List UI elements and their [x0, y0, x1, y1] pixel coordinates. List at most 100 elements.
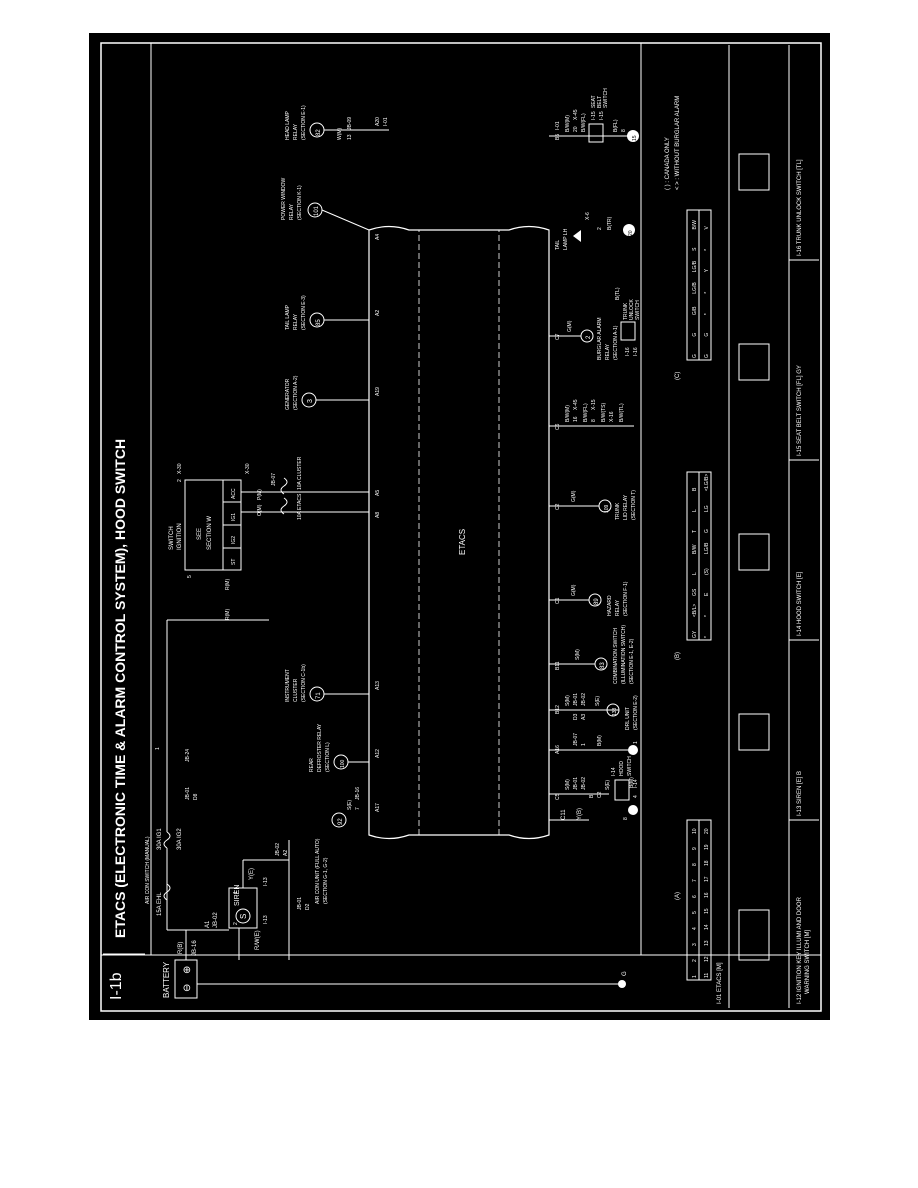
ignition-cols: ST IG2 IG1 ACC [223, 488, 241, 565]
connector-pin-label: 3 [692, 943, 698, 946]
connector-pin-label: G [704, 529, 710, 533]
burg-line2: RELAY [605, 343, 611, 360]
drl-line2: (SECTION E-2) [633, 695, 639, 730]
connector-pin-label: 4 [692, 927, 698, 930]
pin-a2: A2 [283, 850, 289, 856]
connector-pin-label: * [704, 615, 710, 617]
drl-line1: DRL UNIT [625, 707, 631, 730]
hood-ground: 8 [623, 817, 629, 820]
head-line2: RELAY [293, 123, 299, 140]
a16-term: A16 [555, 745, 561, 754]
trunk-sw-line1: TRUNK [623, 302, 629, 320]
connector-pin-label: * [704, 249, 710, 251]
hood-i14: I-14 [611, 767, 617, 776]
connector-pin-label: G/B [692, 306, 698, 315]
instrument-line1: INSTRUMENT [285, 669, 291, 702]
instrument-term: A13 [375, 681, 381, 690]
taillamp-ground: 20 [628, 230, 634, 236]
defroster-line3: (SECTION L) [325, 742, 331, 772]
a16-wire: B(M) [597, 735, 603, 746]
etacs-label: ETACS [458, 529, 467, 555]
seat-wire: B/W(M) [565, 115, 571, 132]
pin-d8: D8 [193, 793, 199, 800]
wire-rm-b: R(M) [225, 579, 231, 590]
aircon-line1: AIR CON SWITCH (MANUAL) [145, 836, 151, 904]
hood-b: B [589, 794, 595, 798]
ign-jb07: JB-07 [271, 473, 277, 486]
aircon-ref-icon [331, 812, 347, 828]
diagram-canvas: I-1b ETACS (ELECTRONIC TIME & ALARM CONT… [100, 42, 822, 1012]
wire-rm-a: R(M) [225, 609, 231, 620]
connector-pin-label: B/W [692, 544, 698, 554]
burg-line1: BURGLAR ALARM [597, 317, 603, 360]
seat-term: B5 [555, 134, 561, 140]
a16-ground-icon [628, 745, 638, 755]
head-term: A20 [375, 117, 381, 126]
comb-line1: COMBINATION SWITCH [613, 628, 619, 684]
tail-num: 85 [316, 319, 322, 326]
view-a-pin-grid [686, 819, 712, 981]
fuse-10a-cluster: 10A CLUSTER [297, 456, 303, 490]
instrument-line3: (SECTION C-1b) [301, 664, 307, 702]
haz-num: 89 [594, 598, 600, 605]
i12-connector-icon [738, 909, 770, 961]
view-a-label: (A) [675, 892, 681, 900]
conn-jb02-top: JB-02 [213, 912, 219, 928]
connector-pin-label: 5 [692, 911, 698, 914]
drl-d3: D3 [573, 713, 579, 720]
connector-pin-label: GY [692, 630, 698, 638]
rotated-diagram: I-1b ETACS (ELECTRONIC TIME & ALARM CONT… [103, 45, 819, 1008]
connector-pin-label: L [692, 572, 698, 575]
seat-line3: SWITCH [603, 88, 609, 108]
view-c-label: (C) [675, 372, 681, 380]
c6-x16: X-16 [609, 411, 615, 422]
haz-line2: RELAY [615, 599, 621, 616]
c6-wire3: B/W(TS) [601, 403, 607, 422]
trunk-sw-wire: B(TL) [615, 287, 621, 300]
connector-pin-label: LG [704, 505, 710, 512]
trunk-term: C2 [555, 503, 561, 510]
hood-wire-bm: B(M) [629, 777, 635, 788]
connector-pin-label: * [704, 292, 710, 294]
c6-wire4: B/W(TL) [619, 403, 625, 422]
hood-c2: C2 [597, 791, 603, 798]
fuse-10a-etacs: 10A ETACS [297, 493, 303, 520]
i12-caption2: WARNING SWITCH [M] [805, 930, 811, 994]
connector-pin-label: Y [704, 268, 710, 272]
head-line3: (SECTION E-1) [301, 105, 307, 140]
connector-pin-label: G [692, 354, 698, 358]
connector-pin-label: <LG/B> [704, 474, 710, 491]
seat-i15b: I-15 [599, 111, 605, 120]
a16-pin: 1 [581, 743, 587, 746]
seat-pin2: 8 [621, 129, 627, 132]
drl-term: B12 [555, 705, 561, 714]
svg-text:S: S [239, 914, 248, 919]
burg-num: 2 [586, 335, 592, 339]
i14-caption: I-14 HOOD SWITCH [E] [797, 571, 803, 636]
connector-pin-label: 10 [692, 828, 698, 834]
wiring-diagram-sheet: I-1b ETACS (ELECTRONIC TIME & ALARM CONT… [89, 33, 830, 1020]
hood-label2: SWITCH [627, 756, 633, 776]
burg-wire: G(M) [567, 320, 573, 332]
instrument-line2: CLUSTER [293, 678, 299, 702]
pin-c11: C11 [561, 809, 567, 820]
haz-wire: G(M) [571, 584, 577, 596]
pw-line1: POWER WINDOW [281, 178, 287, 220]
i13-caption: I-13 SIREN [E] B [797, 771, 803, 816]
drl-ref-icon [606, 703, 620, 717]
ign-pin-5: 5 [187, 575, 193, 578]
head-term-b: I-01 [383, 117, 389, 126]
burg-ref-icon [580, 329, 594, 343]
pin-d2: D2 [305, 903, 311, 910]
seat-wire3: B(FL) [613, 119, 619, 132]
ign-wire-om: O(M) [257, 504, 263, 516]
c6-x15: X-15 [591, 399, 597, 410]
hood-wire-se: S(E) [605, 780, 611, 790]
trunk-sw-i16b: I-16 [633, 347, 639, 356]
a16-ground: 1 [633, 741, 639, 744]
fuse-30a-ig2: 30A IG2 [177, 828, 183, 850]
fuse-15a-icon [163, 883, 171, 901]
gen-line2: (SECTION A-2) [293, 375, 299, 410]
fuse-30a-ig1: 30A IG1 [157, 828, 163, 850]
i16-connector-icon [738, 153, 770, 191]
